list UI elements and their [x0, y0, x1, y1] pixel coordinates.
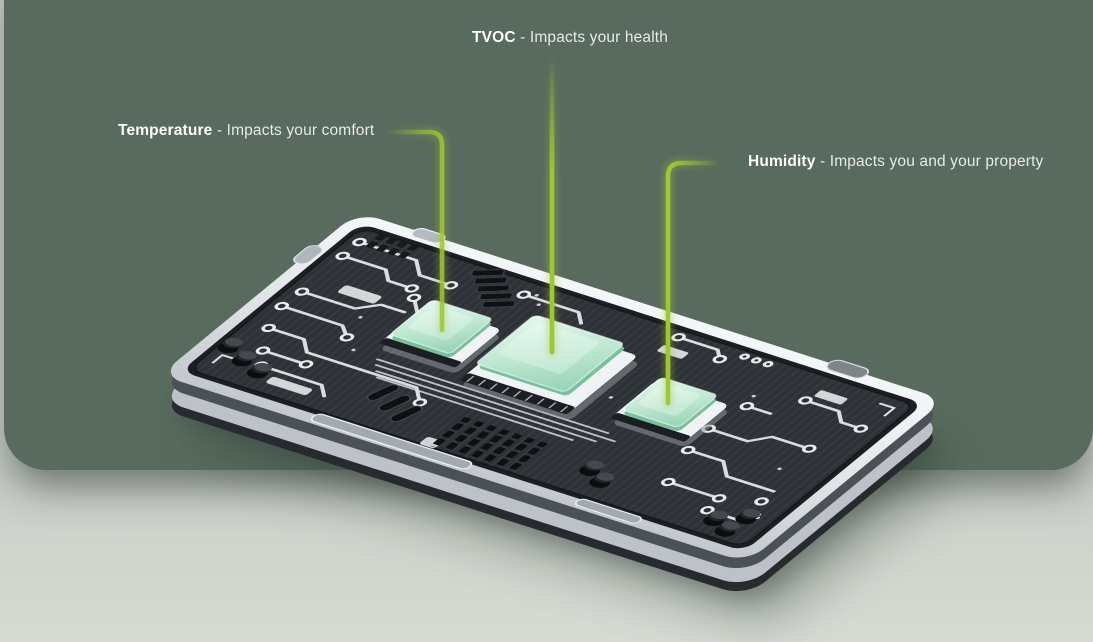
pill-components	[366, 384, 423, 423]
temperature-callout-line	[386, 129, 445, 333]
tvoc-term: TVOC	[472, 29, 516, 46]
resistor-stack	[470, 269, 516, 308]
rim-fittings	[293, 228, 870, 524]
humidity-term: Humidity	[748, 153, 816, 170]
humidity-callout-line	[665, 160, 719, 406]
temperature-description: Impacts your comfort	[226, 122, 375, 139]
capacitors	[217, 337, 761, 537]
humidity-description: Impacts you and your property	[829, 153, 1044, 170]
circuit-bus	[374, 358, 616, 443]
temperature-term: Temperature	[118, 122, 213, 139]
temperature-callout-label: Temperature - Impacts your comfort	[118, 122, 374, 140]
pin-grid-array	[365, 233, 420, 259]
tvoc-separator: -	[515, 29, 530, 46]
temperature-separator: -	[212, 122, 227, 139]
smd-grid	[427, 416, 553, 474]
board-top	[170, 217, 934, 558]
tvoc-sensor-chip	[460, 315, 638, 420]
humidity-callout-label: Humidity - Impacts you and your property	[748, 153, 1043, 171]
callout-lines	[384, 51, 721, 408]
tvoc-description: Impacts your health	[529, 29, 669, 46]
tvoc-callout-label: TVOC - Impacts your health	[472, 29, 668, 47]
humidity-separator: -	[815, 153, 830, 170]
